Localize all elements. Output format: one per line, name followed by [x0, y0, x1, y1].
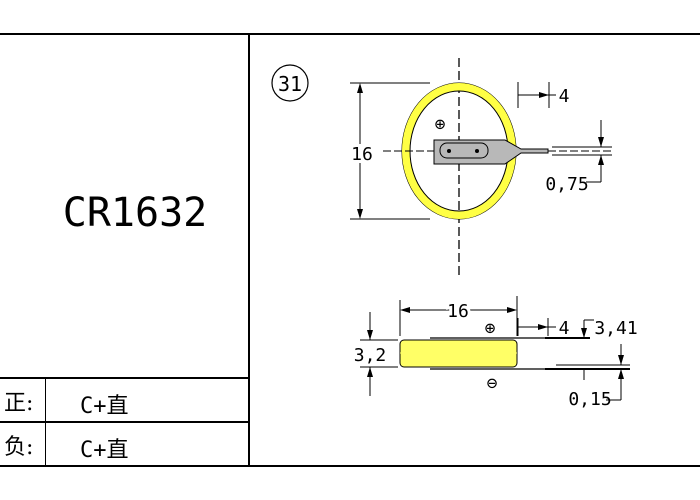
column-divider: [248, 33, 250, 467]
positive-value: C+直: [80, 394, 129, 419]
frame-top-line: [0, 33, 700, 35]
side-diameter-label: 16: [447, 301, 469, 322]
row-divider-1: [0, 377, 250, 379]
positive-label: 正:: [4, 391, 34, 416]
top-view-tab: [433, 139, 549, 165]
negative-value: C+直: [80, 438, 129, 463]
figure-number-badge: 31: [271, 64, 309, 102]
top-tab-thickness-label: 0,75: [545, 174, 588, 195]
model-number: CR1632: [62, 190, 208, 236]
frame-bottom-line: [0, 465, 700, 467]
top-view: ⊕ 16 4 0,75: [348, 58, 612, 278]
side-positive-symbol: ⊕: [485, 318, 496, 339]
row-divider-2: [0, 421, 250, 423]
label-divider: [45, 377, 46, 467]
side-negative-symbol: ⊖: [487, 373, 498, 394]
figure-number: 31: [278, 72, 302, 96]
side-tab-thickness-label: 0,15: [568, 389, 611, 410]
side-height-label: 3,2: [354, 345, 387, 366]
side-total-height-label: 3,41: [594, 318, 637, 339]
top-diameter-label: 16: [351, 144, 373, 165]
side-view: 16 ⊕ ⊖ 3,2 4 3,41: [351, 296, 638, 410]
top-tab-width-label: 4: [559, 86, 570, 107]
negative-label: 负:: [4, 435, 34, 460]
side-tab-width-label: 4: [559, 318, 570, 339]
top-positive-symbol: ⊕: [435, 114, 446, 135]
